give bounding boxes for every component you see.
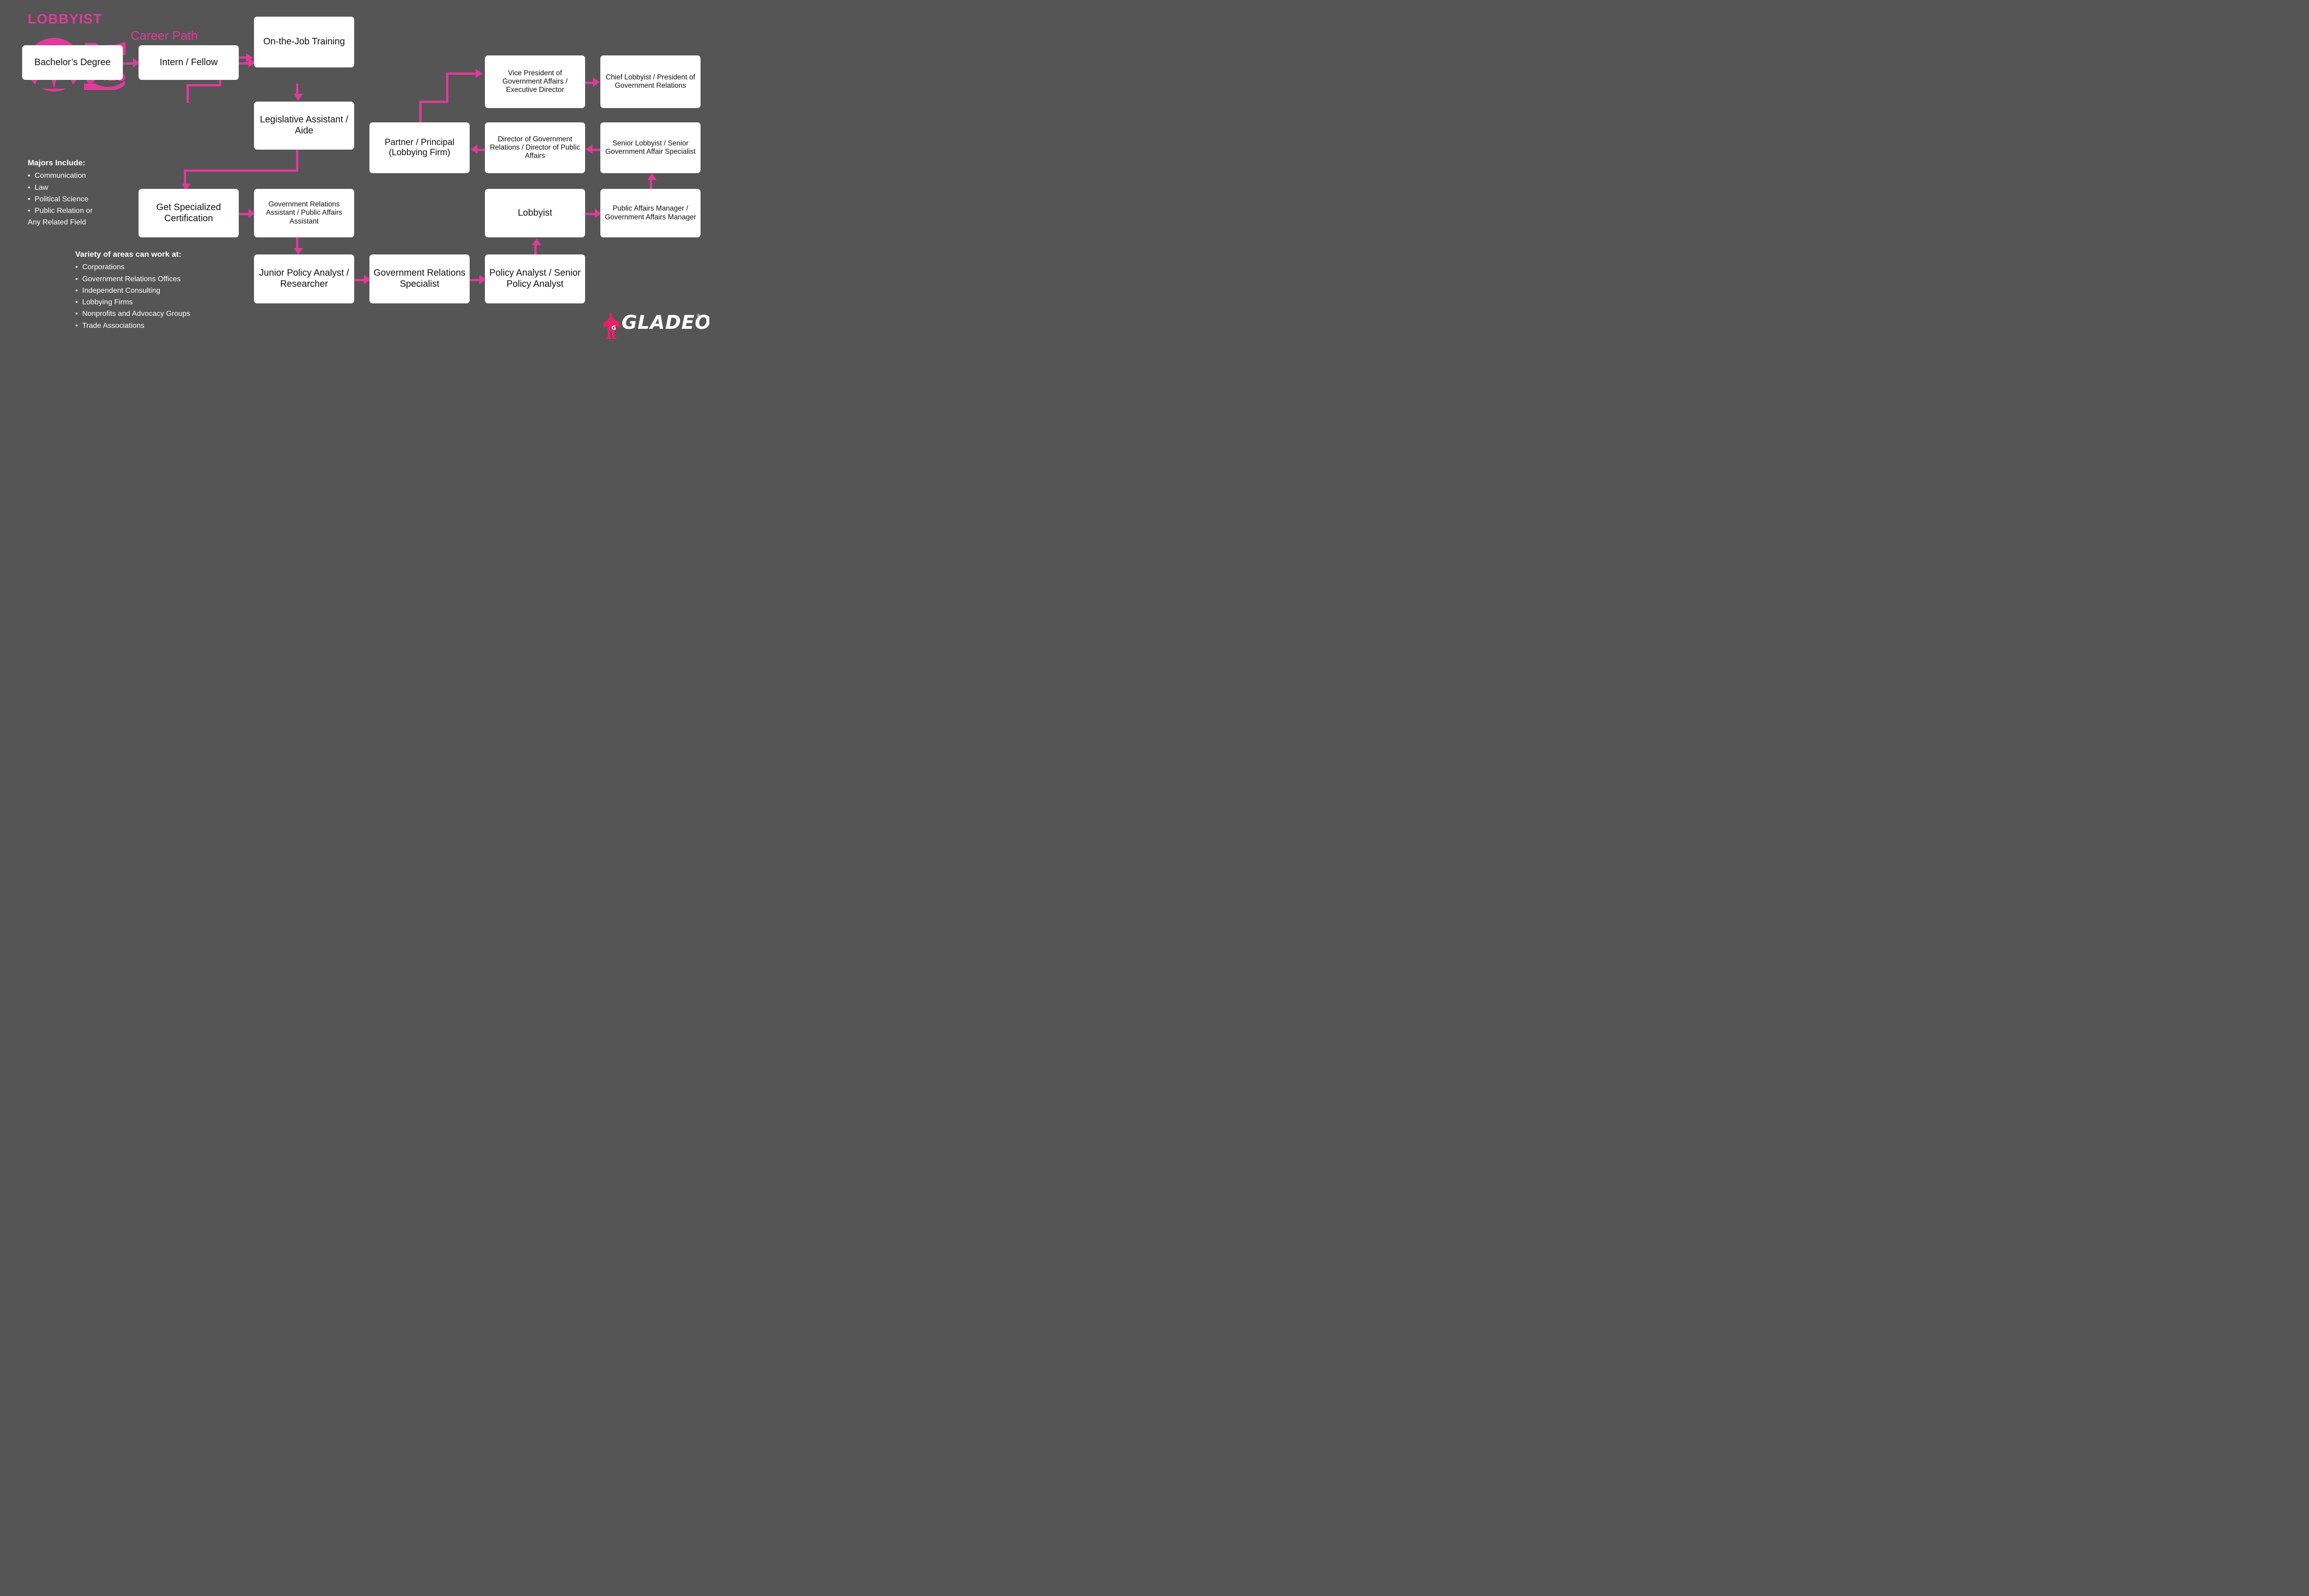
list-item: Nonprofits and Advocacy Groups — [75, 308, 190, 320]
list-item: Law — [28, 182, 92, 193]
work-areas-list: Corporations Government Relations Office… — [75, 261, 190, 332]
gladeo-logo: G GLADEO ® — [601, 312, 709, 340]
list-item: Independent Consulting — [75, 285, 190, 296]
connector-pam-to-senior-lobbyist — [650, 180, 652, 192]
connector-cert-to-gra-line — [239, 213, 249, 215]
connector-senior-lobbyist-to-director — [592, 149, 601, 151]
gladeo-mark-letter: G — [611, 325, 616, 331]
list-item: Trade Associations — [75, 320, 190, 332]
arrowhead-senior-lobbyist-to-director — [586, 145, 592, 154]
arrowhead-director-to-partner — [471, 145, 478, 154]
career-path-infographic: LOBBYIST Career Path $ + — [0, 0, 709, 355]
registered-trademark-icon: ® — [697, 313, 700, 318]
connector-partner-to-vp-riser2 — [446, 73, 448, 103]
list-item: Public Relation or Any Related Field — [28, 205, 92, 229]
list-item: Political Science — [28, 193, 92, 205]
arrowhead-pa-to-lobbyist — [532, 238, 541, 245]
node-director-government-relations[interactable]: Director of Government Relations / Direc… — [485, 122, 585, 173]
connector-pa-to-lobbyist — [534, 245, 537, 258]
arrowhead-cert-to-gra — [248, 209, 255, 218]
node-chief-lobbyist[interactable]: Chief Lobbyist / President of Government… — [600, 55, 701, 108]
list-item: Government Relations Offices — [75, 273, 190, 285]
page-subtitle: Career Path — [131, 29, 198, 42]
majors-include-block: Majors Include: Communication Law Politi… — [28, 158, 92, 229]
node-government-relations-specialist[interactable]: Government Relations Specialist — [369, 254, 470, 303]
node-on-the-job-training[interactable]: On-the-Job Training — [254, 17, 354, 67]
list-item: Corporations — [75, 261, 190, 273]
work-areas-block: Variety of areas can work at: Corporatio… — [75, 250, 190, 332]
majors-list: Communication Law Political Science Publ… — [28, 170, 92, 228]
arrowhead-lobbyist-to-pam — [595, 209, 602, 218]
node-junior-policy-analyst[interactable]: Junior Policy Analyst / Researcher — [254, 254, 354, 303]
arrowhead-ojt-to-legislative — [294, 94, 303, 101]
connector-legislative-to-cert-horizontal — [184, 169, 298, 172]
node-partner-principal[interactable]: Partner / Principal (Lobbying Firm) — [369, 122, 470, 173]
list-item: Communication — [28, 170, 92, 181]
arrowhead-vp-to-chief — [593, 78, 600, 87]
connector-legislative-to-cert-drop — [296, 150, 298, 170]
node-vice-president[interactable]: Vice President of Government Affairs / E… — [485, 55, 585, 108]
node-bachelors-degree[interactable]: Bachelor’s Degree — [22, 45, 123, 80]
connector-partner-to-vp-horizontal-lower — [419, 101, 448, 103]
connector-gra-to-jpa — [296, 237, 298, 249]
majors-heading: Majors Include: — [28, 158, 85, 167]
gladeo-wordmark: GLADEO — [622, 311, 709, 333]
connector-lobbyist-to-pam — [585, 213, 595, 215]
node-get-specialized-certification[interactable]: Get Specialized Certification — [139, 189, 239, 237]
connector-grs-to-pa — [470, 279, 480, 281]
node-public-affairs-manager[interactable]: Public Affairs Manager / Government Affa… — [600, 189, 701, 237]
node-lobbyist[interactable]: Lobbyist — [485, 189, 585, 237]
connector-ojt-to-legislative — [296, 84, 298, 95]
connector-intern-to-legislative — [239, 62, 249, 65]
node-senior-lobbyist[interactable]: Senior Lobbyist / Senior Government Affa… — [600, 122, 701, 173]
connector-bachelors-to-intern — [123, 62, 133, 65]
connector-legislative-to-cert-down — [184, 169, 186, 185]
arrowhead-bachelors-to-intern — [133, 58, 140, 67]
work-areas-heading: Variety of areas can work at: — [75, 250, 181, 259]
gladeo-hero-mark-icon: G — [604, 313, 621, 339]
svg-text:$: $ — [104, 76, 109, 85]
node-government-relations-assistant[interactable]: Government Relations Assistant / Public … — [254, 189, 354, 237]
connector-intern-to-ojt-horizontal-lower — [187, 84, 221, 86]
connector-jpa-to-grs — [354, 279, 364, 281]
connector-partner-to-vp-riser — [419, 101, 422, 126]
connector-vp-to-chief — [585, 82, 593, 84]
arrowhead-grs-to-pa — [479, 275, 486, 284]
node-intern-fellow[interactable]: Intern / Fellow — [139, 45, 239, 80]
node-policy-analyst[interactable]: Policy Analyst / Senior Policy Analyst — [485, 254, 585, 303]
list-item: Lobbying Firms — [75, 296, 190, 308]
page-title: LOBBYIST — [28, 12, 103, 27]
arrowhead-intern-to-legislative — [248, 58, 255, 67]
arrowhead-partner-to-vp — [476, 69, 483, 78]
connector-partner-to-vp-horizontal-upper — [446, 73, 476, 75]
connector-director-to-partner — [478, 149, 486, 151]
arrowhead-gra-to-jpa — [294, 248, 303, 255]
arrowhead-pam-to-senior-lobbyist — [647, 173, 657, 180]
node-legislative-assistant[interactable]: Legislative Assistant / Aide — [254, 102, 354, 150]
arrowhead-jpa-to-grs — [364, 275, 371, 284]
connector-intern-to-ojt-vertical — [187, 84, 189, 103]
